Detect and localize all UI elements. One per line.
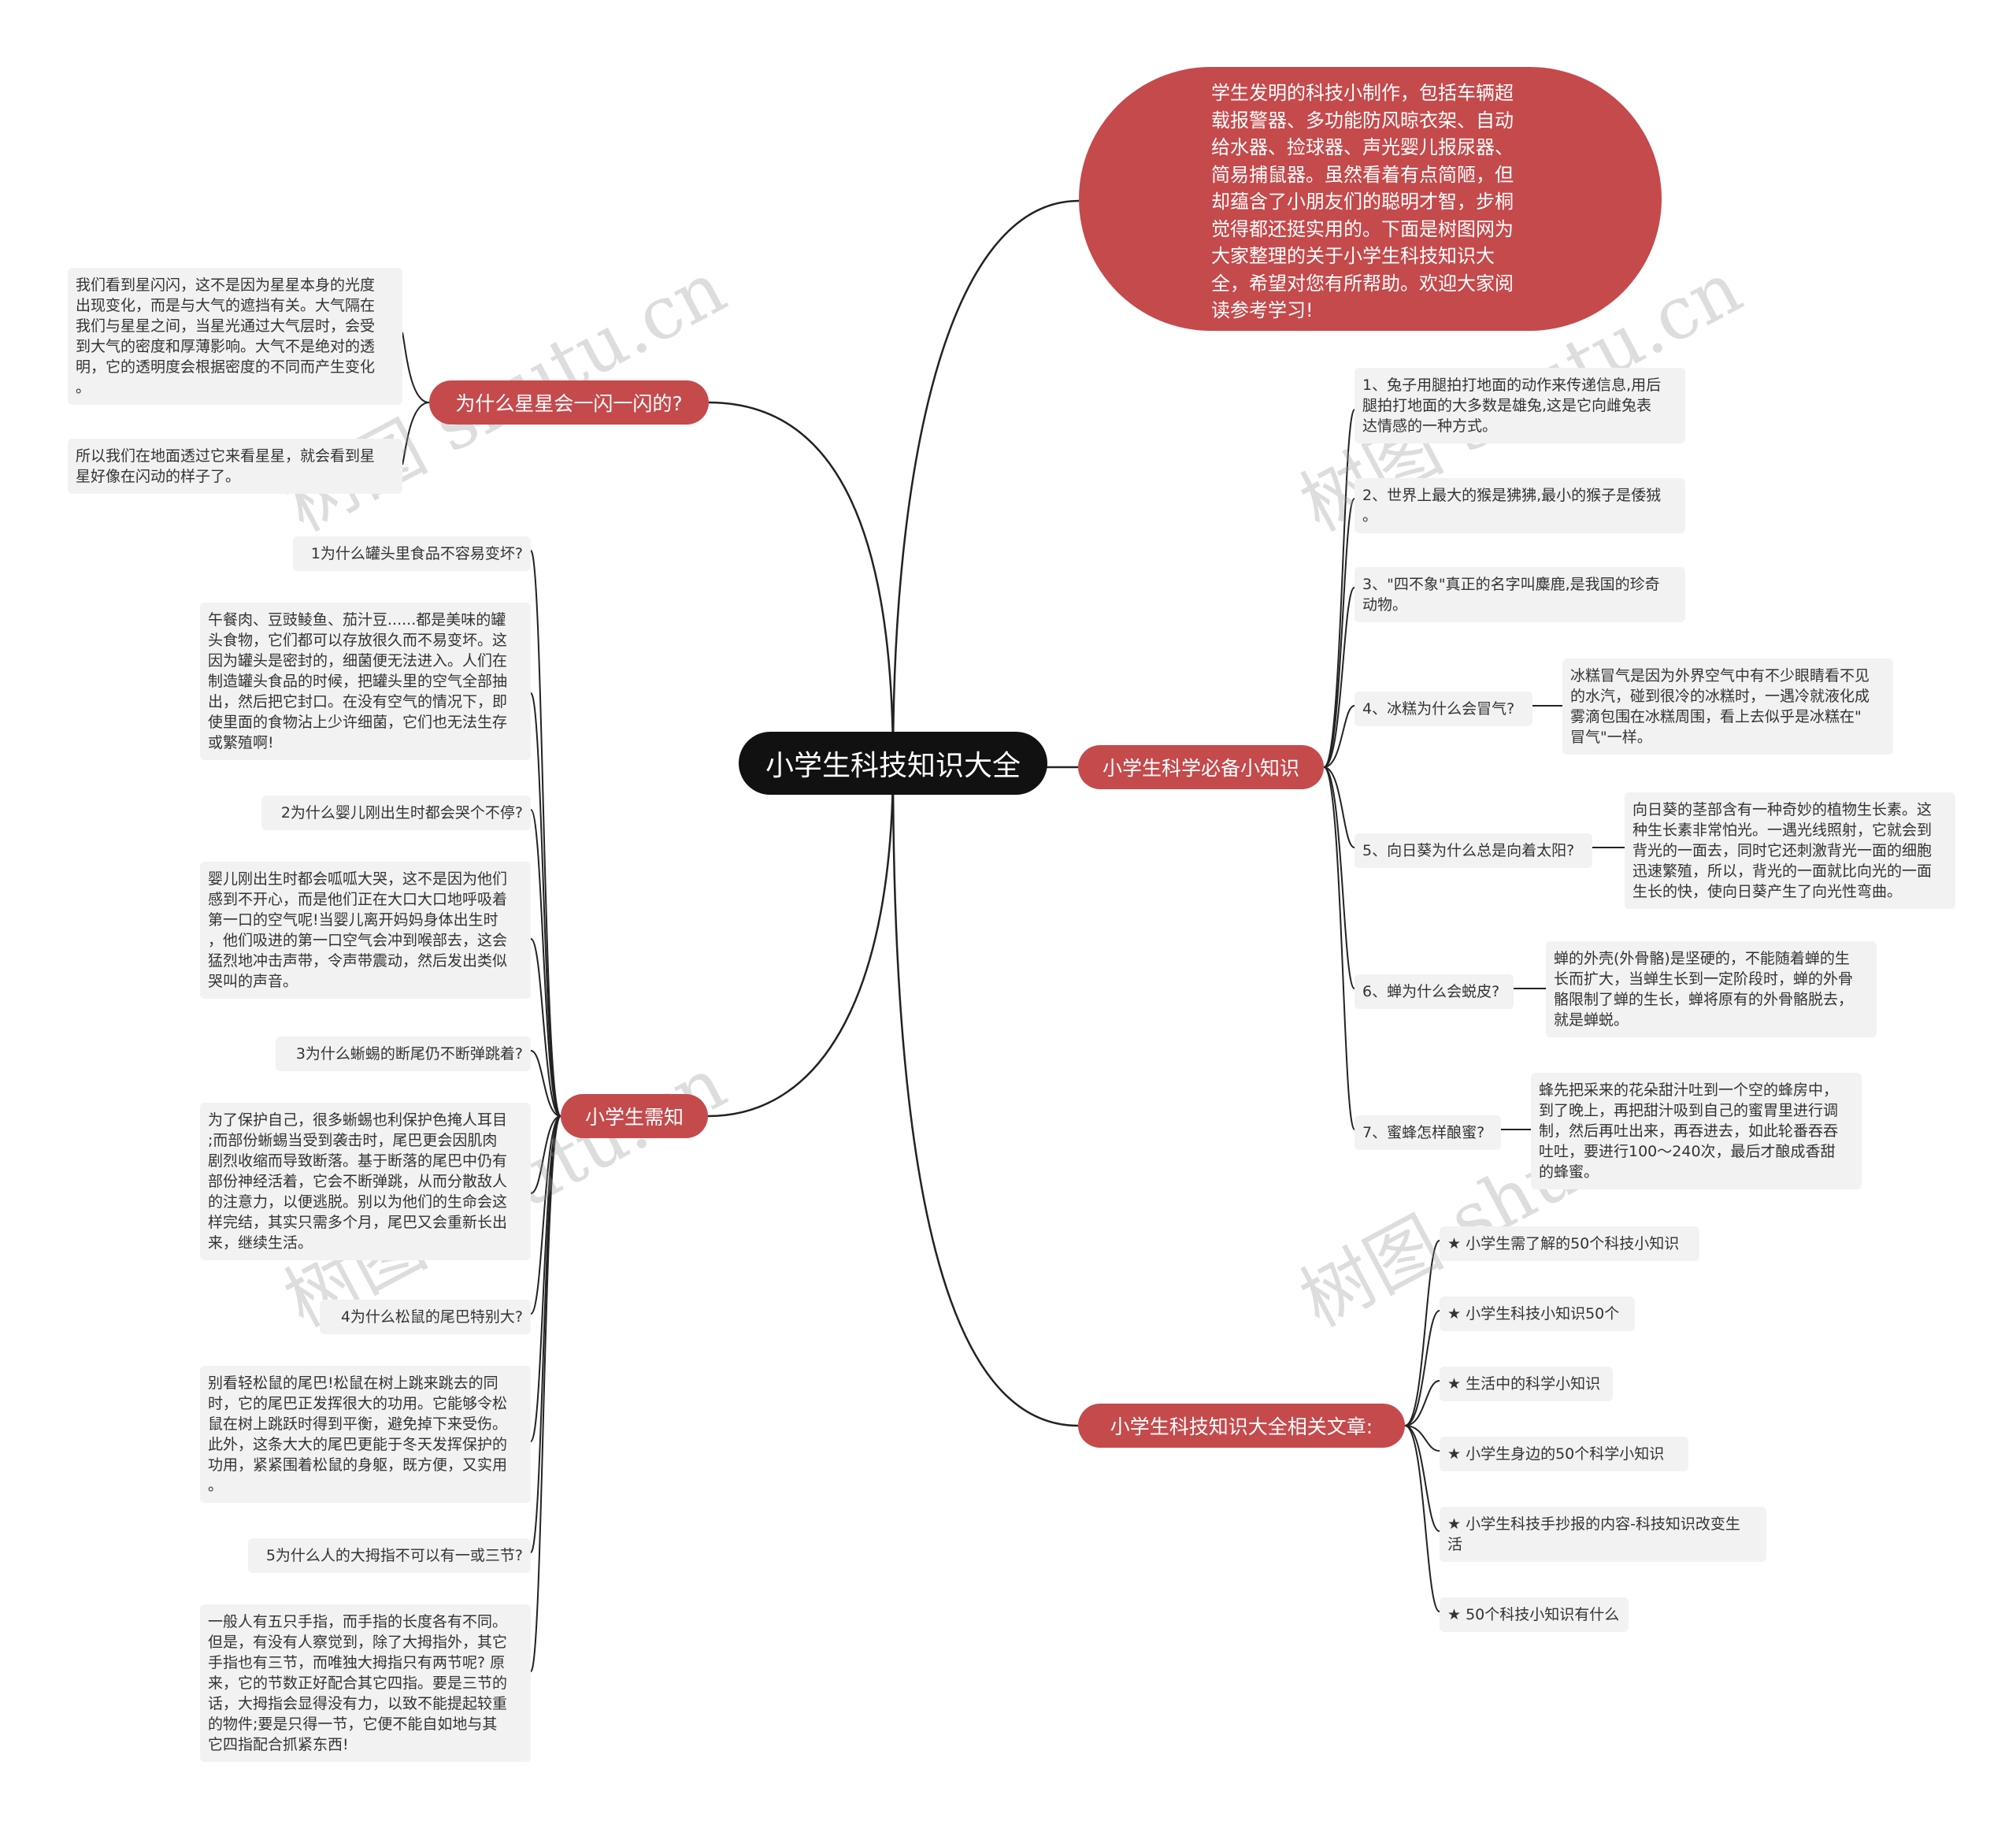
connector-line: [1323, 498, 1355, 768]
leaf-sci-7-question[interactable]: 7、蜜蜂怎样酿蜜?: [1354, 1115, 1501, 1150]
intro-text: 学生发明的科技小制作，包括车辆超载报警器、多功能防风晾衣架、自动给水器、捡球器、…: [1211, 82, 1514, 321]
connector-line: [530, 809, 561, 1117]
connector-line: [1404, 1380, 1440, 1426]
connector-line: [891, 199, 1080, 764]
leaf-sci-7-answer[interactable]: 蜂先把采来的花朵甜汁吐到一个空的蜂房中， 到了晚上，再把甜汁吸到自己的蜜胃里进行…: [1531, 1073, 1862, 1189]
leaf-sci-4-answer[interactable]: 冰糕冒气是因为外界空气中有不少眼睛看不见 的水汽，碰到很冷的冰糕时，一遇冷就液化…: [1562, 658, 1893, 755]
leaf-know-q4[interactable]: 4为什么松鼠的尾巴特别大?: [320, 1300, 531, 1334]
leaf-know-q5[interactable]: 5为什么人的大拇指不可以有一或三节?: [248, 1538, 531, 1573]
link-related-article[interactable]: ★ 小学生科技手抄报的内容-科技知识改变生 活: [1440, 1507, 1766, 1562]
leaf-sci-5-answer[interactable]: 向日葵的茎部含有一种奇妙的植物生长素。这 种生长素非常怕光。一遇光线照射，它就会…: [1625, 792, 1955, 909]
connector-line: [530, 1115, 561, 1672]
connector-line: [530, 1115, 561, 1315]
connector-line: [530, 1115, 561, 1194]
link-related-article[interactable]: ★ 小学生科技小知识50个: [1440, 1296, 1635, 1331]
leaf-sci-6-answer[interactable]: 蝉的外壳(外骨骼)是坚硬的，不能随着蝉的生 长而扩大，当蝉生长到一定阶段时，蝉的…: [1546, 941, 1877, 1037]
connector-line: [1404, 1425, 1440, 1532]
connector-line: [530, 692, 561, 1117]
connector-line: [1404, 1240, 1440, 1426]
connector-line: [1323, 705, 1355, 768]
connector-line: [402, 402, 430, 466]
leaf-sci-6-question[interactable]: 6、蝉为什么会蜕皮?: [1354, 974, 1514, 1009]
branch-science-knowledge[interactable]: 小学生科学必备小知识: [1078, 745, 1324, 789]
connector-line: [1404, 1310, 1440, 1426]
link-related-article[interactable]: ★ 小学生身边的50个科学小知识: [1440, 1437, 1688, 1471]
connector-line: [1323, 766, 1355, 1130]
leaf-know-q1[interactable]: 1为什么罐头里食品不容易变坏?: [293, 536, 531, 571]
leaf-sci-4-question[interactable]: 4、冰糕为什么会冒气?: [1354, 692, 1532, 726]
root-topic[interactable]: 小学生科技知识大全: [739, 732, 1047, 795]
intro-topic[interactable]: 学生发明的科技小制作，包括车辆超载报警器、多功能防风晾衣架、自动给水器、捡球器、…: [1079, 67, 1662, 331]
leaf-star-2[interactable]: 所以我们在地面透过它来看星星，就会看到星 星好像在闪动的样子了。: [68, 439, 402, 494]
leaf-sci-2[interactable]: 2、世界上最大的猴是狒狒,最小的猴子是倭狨 。: [1354, 478, 1685, 533]
connector-line: [1323, 409, 1355, 768]
connector-line: [891, 762, 1079, 1427]
leaf-know-q3[interactable]: 3为什么蜥蜴的断尾仍不断弹跳着?: [276, 1037, 531, 1071]
connector-line: [707, 762, 895, 1118]
connector-line: [530, 1050, 561, 1117]
connector-line: [1323, 766, 1355, 989]
leaf-know-a2[interactable]: 婴儿刚出生时都会呱呱大哭，这不是因为他们 感到不开心，而是他们正在大口大口地呼吸…: [200, 862, 531, 999]
leaf-know-a5[interactable]: 一般人有五只手指，而手指的长度各有不同。 但是，有没有人察觉到，除了大拇指外，其…: [200, 1604, 531, 1762]
connector-line: [1323, 766, 1355, 848]
connector-line: [1323, 587, 1355, 768]
link-related-article[interactable]: ★ 生活中的科学小知识: [1440, 1367, 1613, 1401]
branch-star-twinkle[interactable]: 为什么星星会一闪一闪的?: [429, 380, 709, 425]
link-related-article[interactable]: ★ 小学生需了解的50个科技小知识: [1440, 1226, 1699, 1261]
connector-line: [402, 332, 430, 403]
leaf-know-q2[interactable]: 2为什么婴儿刚出生时都会哭个不停?: [261, 796, 531, 830]
leaf-know-a3[interactable]: 为了保护自己，很多蜥蜴也利保护色掩人耳目 ;而部份蜥蜴当受到袭击时，尾巴更会因肌…: [200, 1103, 531, 1260]
connector-line: [530, 1115, 561, 1442]
branch-related-articles[interactable]: 小学生科技知识大全相关文章:: [1078, 1404, 1405, 1448]
link-related-article[interactable]: ★ 50个科技小知识有什么: [1440, 1597, 1629, 1632]
leaf-sci-1[interactable]: 1、兔子用腿拍打地面的动作来传递信息,用后 腿拍打地面的大多数是雄兔,这是它向雌…: [1354, 368, 1685, 443]
connector-line: [530, 938, 561, 1117]
connector-line: [1404, 1425, 1440, 1612]
connector-line: [530, 550, 561, 1117]
branch-students-should-know[interactable]: 小学生需知: [561, 1094, 708, 1138]
leaf-star-1[interactable]: 我们看到星闪闪，这不是因为星星本身的光度 出现变化，而是与大气的遮挡有关。大气隔…: [68, 268, 402, 405]
leaf-know-a4[interactable]: 别看轻松鼠的尾巴!松鼠在树上跳来跳去的同 时，它的尾巴正发挥很大的功用。它能够令…: [200, 1366, 531, 1503]
connector-line: [530, 1115, 561, 1553]
leaf-sci-3[interactable]: 3、"四不象"真正的名字叫麋鹿,是我国的珍奇 动物。: [1354, 567, 1685, 622]
connector-line: [708, 401, 895, 764]
leaf-know-a1[interactable]: 午餐肉、豆豉鲮鱼、茄汁豆......都是美味的罐 头食物，它们都可以存放很久而不…: [200, 603, 531, 760]
leaf-sci-5-question[interactable]: 5、向日葵为什么总是向着太阳?: [1354, 833, 1592, 868]
connector-line: [1404, 1425, 1440, 1452]
